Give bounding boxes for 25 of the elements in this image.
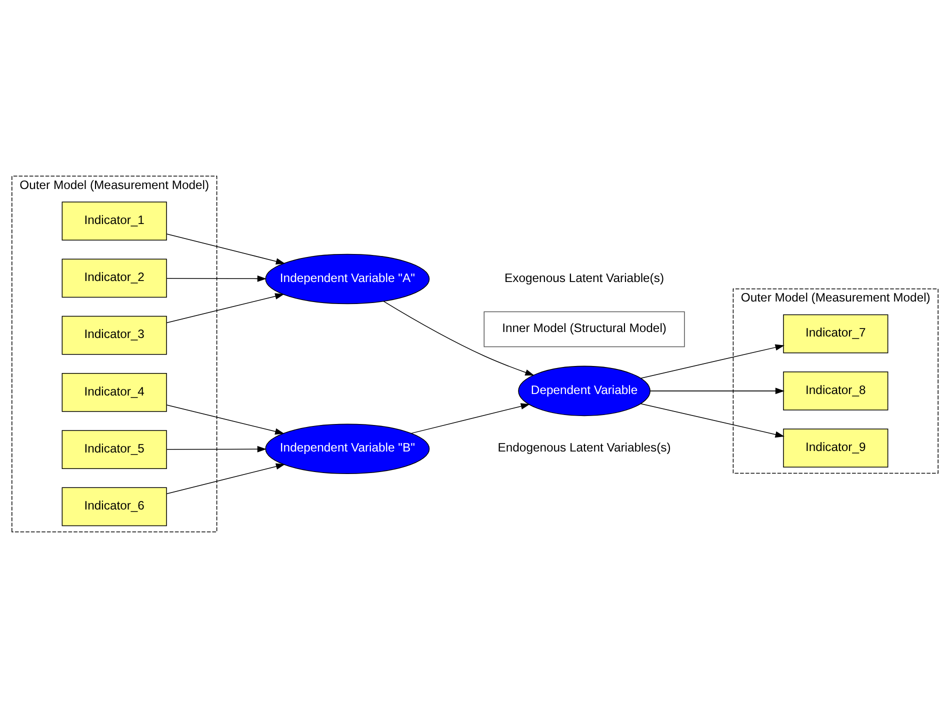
node-box: Indicator_4 xyxy=(62,373,167,412)
node-box: Indicator_6 xyxy=(62,487,167,526)
arrow xyxy=(166,275,267,282)
node-box: Indicator_3 xyxy=(62,316,167,355)
node-ellipse: Independent Variable "B" xyxy=(265,424,430,474)
arrow xyxy=(650,388,785,394)
arrow xyxy=(640,403,784,438)
node-box: Indicator_5 xyxy=(62,430,167,470)
node-box: Indicator_9 xyxy=(783,428,888,468)
label: Endogenous Latent Variables(s) xyxy=(498,440,671,455)
arrow xyxy=(166,446,267,452)
arrow xyxy=(166,404,284,435)
node-box: Indicator_2 xyxy=(62,258,167,298)
node-box: Inner Model (Structural Model) xyxy=(484,311,685,348)
arrow xyxy=(383,300,534,376)
label: Exogenous Latent Variable(s) xyxy=(504,270,664,285)
arrow xyxy=(410,403,530,434)
arrow xyxy=(166,293,284,324)
node-ellipse: Independent Variable "A" xyxy=(265,254,430,304)
arrow xyxy=(166,234,286,264)
node-box: Indicator_1 xyxy=(62,202,167,240)
node-box: Indicator_7 xyxy=(783,314,888,354)
node-box: Indicator_8 xyxy=(783,372,888,410)
arrow xyxy=(640,344,784,379)
arrow xyxy=(166,463,286,494)
